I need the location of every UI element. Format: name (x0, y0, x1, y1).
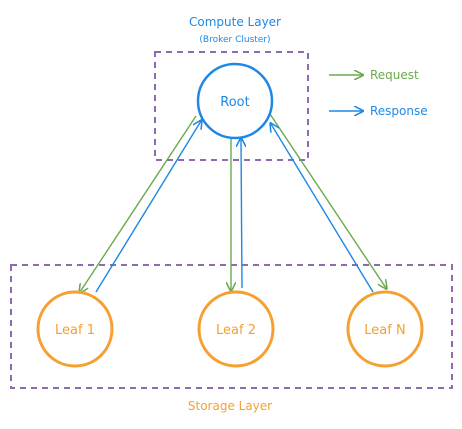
root-node-label: Root (220, 95, 249, 110)
compute-layer-subtitle: (Broker Cluster) (199, 35, 270, 45)
compute-layer-title: Compute Layer (189, 15, 281, 29)
compute-layer-box (154, 51, 309, 161)
response-arrow-leaf-2 (241, 139, 242, 289)
leaf-n-label: Leaf N (364, 323, 405, 338)
response-arrow-leaf-1 (95, 121, 201, 293)
request-arrow-leaf-n (269, 113, 386, 288)
root-node (196, 62, 274, 140)
leaf-2-label: Leaf 2 (216, 323, 256, 338)
leaf-1-label: Leaf 1 (55, 323, 95, 338)
legend: Request Response (329, 68, 428, 118)
leaf-2-node (197, 290, 275, 368)
request-arrow-leaf-1 (80, 115, 197, 292)
legend-response-label: Response (370, 104, 428, 118)
legend-request-label: Request (370, 68, 419, 82)
response-arrow-leaf-n (271, 124, 374, 293)
leaf-1-node (36, 290, 114, 368)
storage-layer-title: Storage Layer (188, 399, 272, 413)
leaf-n-node (346, 290, 424, 368)
